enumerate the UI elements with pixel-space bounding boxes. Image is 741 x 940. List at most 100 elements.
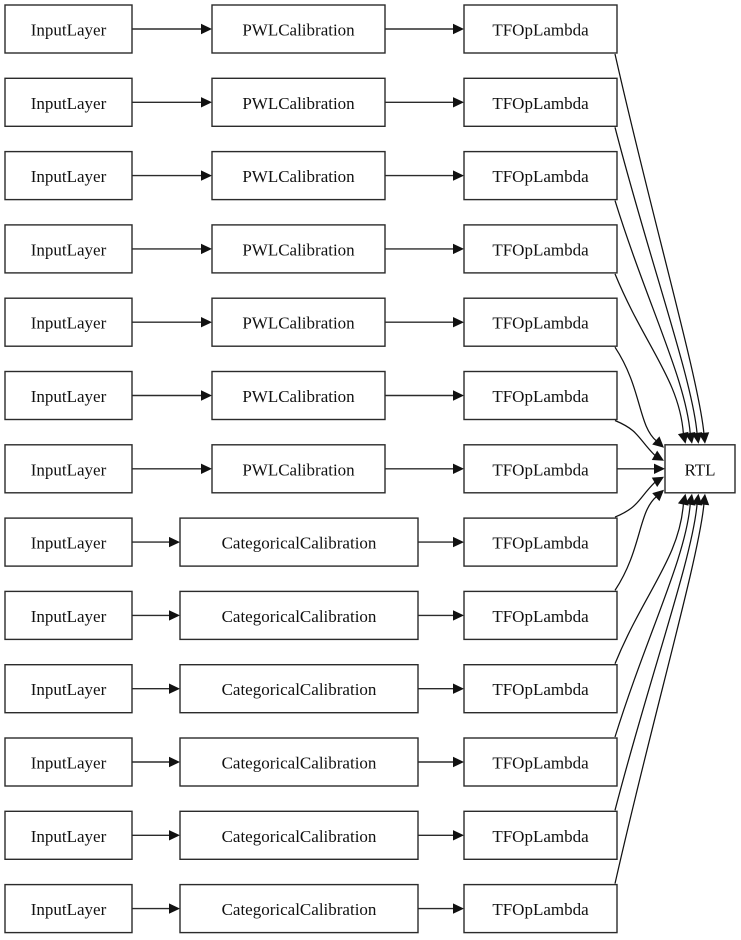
edge-input-to-calibration-10 [132, 756, 180, 768]
node-input-layer-0-box [4, 4, 133, 54]
node-tfoplambda-0-box [463, 4, 618, 54]
edge-calibration-to-lambda-12 [418, 903, 464, 914]
node-calibration-12[interactable]: CategoricalCalibration [179, 883, 419, 934]
node-tfoplambda-1-box [463, 77, 618, 128]
edge-lambda-to-rtl-3 [614, 273, 689, 444]
node-input-layer-1[interactable]: InputLayer [4, 77, 133, 128]
node-calibration-9-box [179, 664, 419, 714]
edge-input-to-calibration-1-arrowhead [201, 97, 212, 108]
node-tfoplambda-5-label: TFOpLambda [492, 387, 589, 406]
edge-calibration-to-lambda-9-arrowhead [453, 683, 464, 694]
node-calibration-4[interactable]: PWLCalibration [211, 297, 386, 347]
node-input-layer-0-label: InputLayer [31, 21, 107, 40]
node-calibration-4-box [211, 297, 386, 347]
edge-lambda-to-rtl-12-arrowhead [698, 493, 710, 506]
node-tfoplambda-10-box [463, 737, 618, 787]
node-input-layer-7[interactable]: InputLayer [4, 517, 133, 567]
edge-input-to-calibration-12-arrowhead [169, 903, 180, 914]
node-tfoplambda-10-label: TFOpLambda [492, 754, 589, 773]
node-calibration-7[interactable]: CategoricalCalibration [179, 517, 419, 567]
node-input-layer-5[interactable]: InputLayer [4, 370, 133, 421]
node-tfoplambda-7-label: TFOpLambda [492, 534, 589, 553]
node-calibration-8[interactable]: CategoricalCalibration [179, 590, 419, 641]
node-input-layer-11-box [4, 810, 133, 860]
node-calibration-0[interactable]: PWLCalibration [211, 4, 386, 54]
node-rtl[interactable]: RTL [664, 444, 736, 494]
edge-calibration-to-lambda-2 [385, 170, 464, 181]
node-tfoplambda-8[interactable]: TFOpLambda [463, 590, 618, 641]
node-input-layer-11[interactable]: InputLayer [4, 810, 133, 860]
node-calibration-6[interactable]: PWLCalibration [211, 444, 386, 494]
node-calibration-2-label: PWLCalibration [242, 167, 355, 186]
edge-calibration-to-lambda-3-arrowhead [453, 243, 464, 255]
node-calibration-8-label: CategoricalCalibration [222, 607, 377, 626]
node-calibration-12-box [179, 883, 419, 934]
node-input-layer-10-label: InputLayer [31, 754, 107, 773]
edge-input-to-calibration-12 [132, 903, 180, 914]
edge-lambda-to-rtl-5 [614, 419, 664, 461]
node-input-layer-3[interactable]: InputLayer [4, 224, 133, 274]
node-tfoplambda-9[interactable]: TFOpLambda [463, 664, 618, 714]
node-input-layer-7-box [4, 517, 133, 567]
node-tfoplambda-7[interactable]: TFOpLambda [463, 517, 618, 567]
node-tfoplambda-2-box [463, 150, 618, 201]
edges-layer [132, 23, 710, 914]
node-calibration-9[interactable]: CategoricalCalibration [179, 664, 419, 714]
edge-lambda-to-rtl-1-curve [614, 127, 698, 434]
node-tfoplambda-5[interactable]: TFOpLambda [463, 370, 618, 421]
node-input-layer-0[interactable]: InputLayer [4, 4, 133, 54]
node-input-layer-2-box [4, 150, 133, 201]
node-calibration-11-box [179, 810, 419, 860]
edge-input-to-calibration-11 [132, 830, 180, 841]
edge-lambda-to-rtl-7 [614, 476, 664, 518]
node-input-layer-4[interactable]: InputLayer [4, 297, 133, 347]
node-tfoplambda-12[interactable]: TFOpLambda [463, 883, 618, 934]
node-tfoplambda-9-box [463, 664, 618, 714]
node-tfoplambda-10[interactable]: TFOpLambda [463, 737, 618, 787]
edge-input-to-calibration-11-arrowhead [169, 830, 180, 841]
node-input-layer-6[interactable]: InputLayer [4, 444, 133, 494]
node-tfoplambda-4-label: TFOpLambda [492, 314, 589, 333]
edge-lambda-to-rtl-3-arrowhead [677, 431, 689, 444]
node-tfoplambda-11-label: TFOpLambda [492, 827, 589, 846]
node-input-layer-2[interactable]: InputLayer [4, 150, 133, 201]
node-tfoplambda-1[interactable]: TFOpLambda [463, 77, 618, 128]
node-calibration-2[interactable]: PWLCalibration [211, 150, 386, 201]
node-input-layer-11-label: InputLayer [31, 827, 107, 846]
node-input-layer-10[interactable]: InputLayer [4, 737, 133, 787]
node-tfoplambda-7-box [463, 517, 618, 567]
edge-lambda-to-rtl-1 [614, 127, 703, 444]
node-tfoplambda-9-label: TFOpLambda [492, 680, 589, 699]
edge-calibration-to-lambda-5-arrowhead [453, 390, 464, 401]
edge-lambda-to-rtl-9-curve [614, 503, 685, 664]
node-tfoplambda-6[interactable]: TFOpLambda [463, 444, 618, 494]
node-calibration-3[interactable]: PWLCalibration [211, 224, 386, 274]
edge-input-to-calibration-2-arrowhead [201, 170, 212, 181]
node-calibration-11[interactable]: CategoricalCalibration [179, 810, 419, 860]
edge-calibration-to-lambda-10-arrowhead [453, 756, 464, 768]
node-input-layer-8[interactable]: InputLayer [4, 590, 133, 641]
node-tfoplambda-3[interactable]: TFOpLambda [463, 224, 618, 274]
node-calibration-5[interactable]: PWLCalibration [211, 370, 386, 421]
node-tfoplambda-11[interactable]: TFOpLambda [463, 810, 618, 860]
node-calibration-10[interactable]: CategoricalCalibration [179, 737, 419, 787]
node-tfoplambda-2[interactable]: TFOpLambda [463, 150, 618, 201]
node-calibration-12-label: CategoricalCalibration [222, 900, 377, 919]
node-input-layer-9[interactable]: InputLayer [4, 664, 133, 714]
edge-lambda-to-rtl-8-arrowhead [652, 489, 664, 502]
node-input-layer-12[interactable]: InputLayer [4, 883, 133, 934]
edge-input-to-calibration-4-arrowhead [201, 317, 212, 328]
node-input-layer-9-box [4, 664, 133, 714]
node-tfoplambda-4[interactable]: TFOpLambda [463, 297, 618, 347]
edge-lambda-to-rtl-4 [614, 346, 664, 448]
edge-calibration-to-lambda-8 [418, 610, 464, 621]
node-calibration-1[interactable]: PWLCalibration [211, 77, 386, 128]
edge-input-to-calibration-9-arrowhead [169, 683, 180, 694]
node-calibration-5-label: PWLCalibration [242, 387, 355, 406]
edge-calibration-to-lambda-7 [418, 536, 464, 548]
edge-input-to-calibration-10-arrowhead [169, 756, 180, 768]
node-tfoplambda-0[interactable]: TFOpLambda [463, 4, 618, 54]
node-calibration-7-label: CategoricalCalibration [222, 534, 377, 553]
